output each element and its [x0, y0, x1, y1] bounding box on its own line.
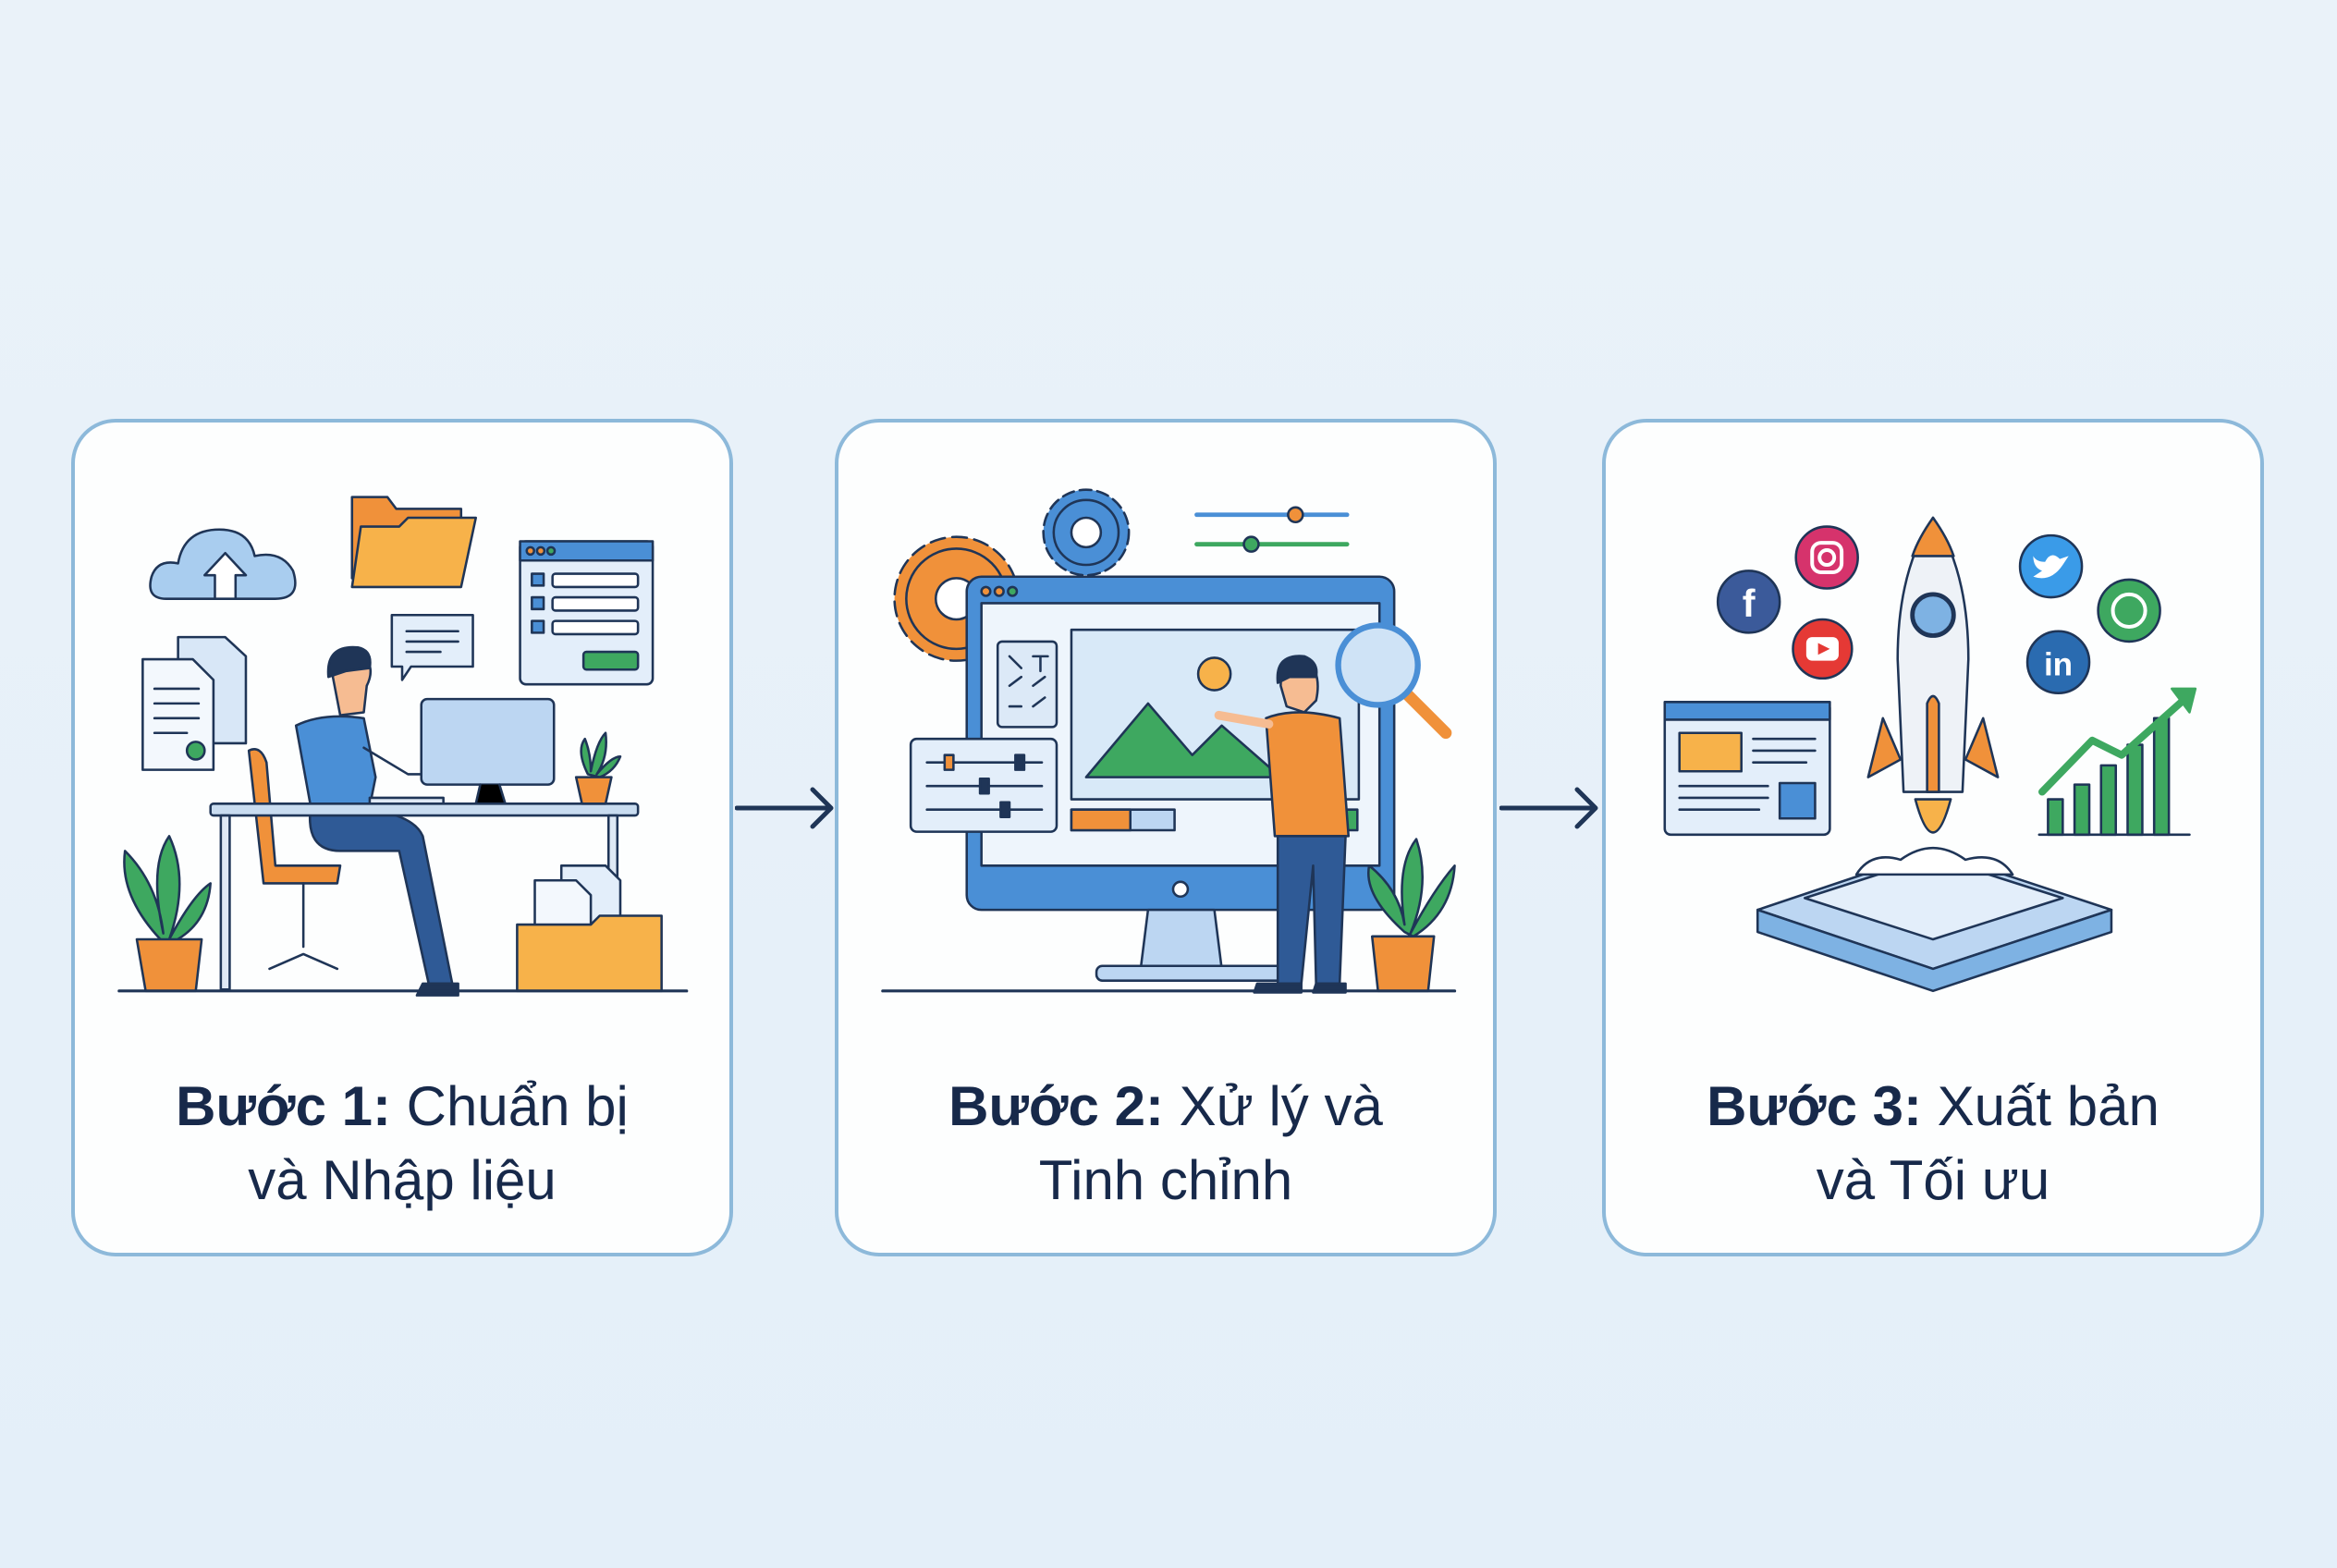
cloud-upload-icon [149, 528, 297, 600]
form-window-icon [519, 540, 655, 686]
plant-icon [123, 835, 212, 993]
step-1-title: Bước 1: Chuẩn bị và Nhập liệu [75, 1070, 729, 1218]
browser-window-icon [1663, 701, 1831, 837]
file-box-icon [516, 864, 663, 993]
monitor-icon [368, 697, 556, 805]
chair-icon [247, 748, 342, 971]
step-label: Bước 2: [948, 1075, 1164, 1137]
rocket-icon [1866, 516, 2000, 834]
step-title-line2: Tinh chỉnh [1038, 1149, 1293, 1211]
step-3-title: Bước 3: Xuất bản và Tối ưu [1606, 1070, 2260, 1218]
step-title-line1: Xuất bản [1937, 1075, 2160, 1137]
folder-icon [350, 496, 478, 589]
arrow-right-icon [735, 787, 834, 829]
step-title-line1: Chuẩn bị [406, 1075, 629, 1137]
plant-icon [1367, 838, 1456, 993]
image-editing-illustration [881, 488, 1457, 994]
youtube-icon [1792, 618, 1854, 680]
magnifier-icon [1335, 622, 1452, 740]
svg-text:f: f [1743, 582, 1756, 625]
svg-text:in: in [2044, 647, 2073, 683]
twitter-icon [2018, 533, 2084, 599]
step-2-card: Bước 2: Xử lý và Tinh chỉnh [835, 419, 1497, 1256]
sliders-icon [1194, 506, 1350, 553]
step-2-title: Bước 2: Xử lý và Tinh chỉnh [838, 1070, 1493, 1218]
gear-icon [1042, 488, 1131, 577]
rocket-launch-illustration: f in [1663, 516, 2197, 993]
step-title-line1: Xử lý và [1179, 1075, 1383, 1137]
instagram-icon [1794, 525, 1859, 590]
step-label: Bước 1: [176, 1075, 391, 1137]
facebook-icon: f [1716, 570, 1781, 634]
linkedin-icon: in [2025, 630, 2091, 695]
step-title-line2: và Tối ưu [1816, 1149, 2050, 1211]
step-label: Bước 3: [1707, 1075, 1922, 1137]
step-1-card: Bước 1: Chuẩn bị và Nhập liệu [71, 419, 733, 1256]
small-plant-icon [574, 731, 622, 805]
step-3-card: f in [1602, 419, 2264, 1256]
step-title-line2: và Nhập liệu [248, 1149, 557, 1211]
chat-bubble-icon [390, 613, 474, 681]
arrow-right-icon [1499, 787, 1598, 829]
whatsapp-icon [2097, 578, 2161, 643]
platform-icon [1756, 846, 2113, 993]
growth-chart-icon [2037, 687, 2197, 837]
person-at-desk-illustration [117, 496, 689, 997]
desk-icon [209, 802, 640, 991]
documents-icon [141, 635, 248, 771]
adjustment-panel-icon [909, 737, 1058, 833]
